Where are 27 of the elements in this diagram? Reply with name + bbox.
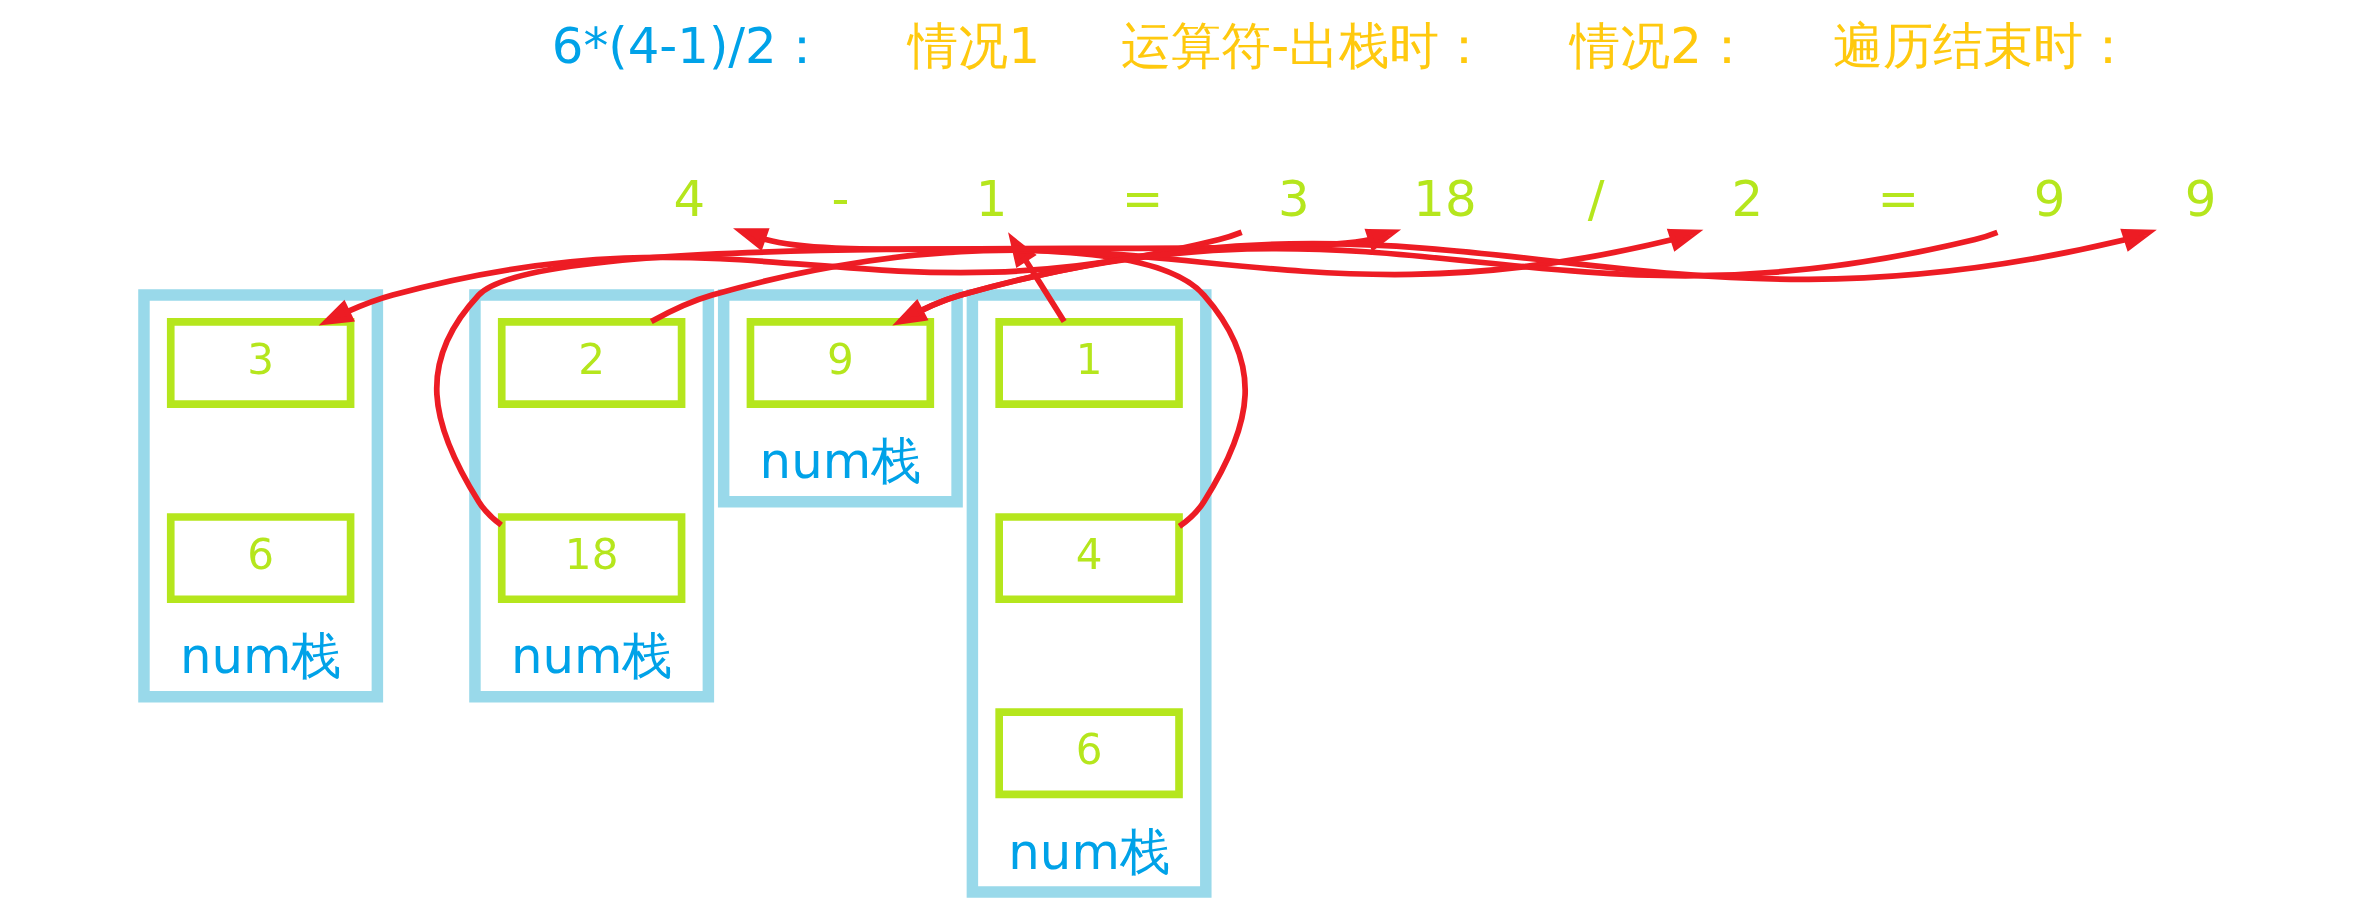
node-box: 4	[994, 513, 1183, 604]
arrow	[433, 228, 1401, 528]
node-box: 1	[994, 318, 1183, 408]
arrow	[732, 228, 1248, 529]
label: 遍历结束时：	[1832, 17, 2133, 76]
node-text: 3	[1277, 170, 1310, 229]
node-box: 18	[497, 513, 685, 604]
label: /	[1587, 170, 1604, 229]
label: -	[830, 170, 849, 229]
node-text: 1	[975, 170, 1007, 229]
node-box: 6	[166, 513, 354, 604]
node-box: 3	[166, 318, 354, 408]
label: =	[1121, 170, 1164, 229]
node-box: 9	[746, 318, 934, 408]
node-text: 2	[1730, 170, 1763, 229]
arrow	[649, 228, 1703, 325]
node-text: 9	[2033, 170, 2065, 229]
node-text: 4	[672, 170, 705, 229]
label: =	[1877, 170, 1919, 229]
label: 情况2：	[1569, 17, 1752, 76]
node-text: 9	[2184, 170, 2217, 229]
node-box: 2	[497, 318, 685, 408]
label: 情况1	[907, 17, 1040, 76]
label: 运算符-出栈时：	[1120, 17, 1489, 76]
label: 6*(4-1)/2：	[551, 17, 827, 76]
node-box: 6	[994, 708, 1183, 799]
node-text: 18	[1412, 170, 1477, 229]
